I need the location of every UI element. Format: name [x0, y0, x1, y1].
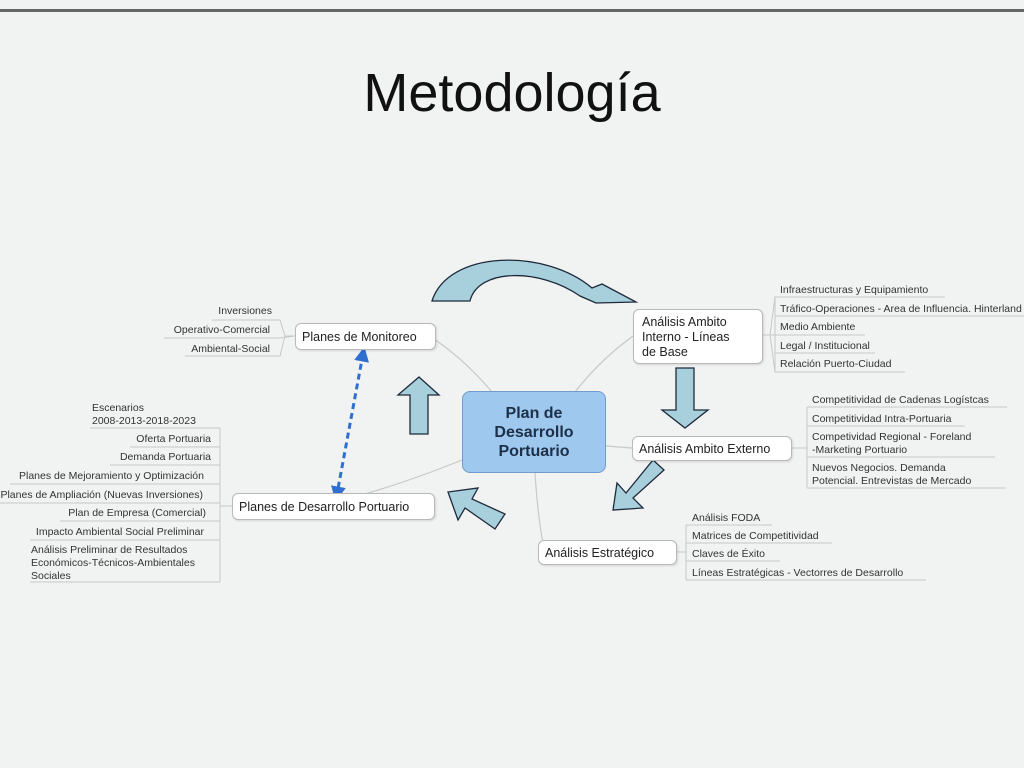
- leaf-desarrollo: Impacto Ambiental Social Preliminar: [35, 526, 204, 538]
- desarrollo-leaf-lines: [0, 427, 232, 583]
- leaf-interno: Tráfico-Operaciones - Area de Influencia…: [780, 303, 1022, 315]
- leaf-interno: Relación Puerto-Ciudad: [780, 358, 892, 370]
- estrategico-leaf-lines: [677, 524, 926, 581]
- node-planes-monitoreo: Planes de Monitoreo: [295, 323, 436, 350]
- interno-leaf-lines: [763, 296, 1024, 373]
- leaf-desarrollo: Escenarios 2008-2013-2018-2023: [92, 402, 196, 427]
- center-node: Plan de Desarrollo Portuario: [462, 391, 606, 473]
- leaf-externo: Nuevos Negocios. Demanda Potencial. Entr…: [812, 462, 972, 487]
- up-block-arrow: [396, 376, 441, 435]
- leaf-interno: Medio Ambiente: [780, 321, 856, 333]
- leaf-desarrollo: Plan de Empresa (Comercial): [68, 507, 206, 519]
- node-analisis-estrategico: Análisis Estratégico: [538, 540, 677, 565]
- node-analisis-interno: Análisis Ambito Interno - Líneas de Base: [633, 309, 763, 364]
- leaf-desarrollo: Demanda Portuaria: [119, 451, 211, 463]
- feedback-dashed-arrow: [330, 346, 370, 502]
- center-links: [349, 335, 634, 549]
- leaf-monitoreo: Operativo-Comercial: [173, 324, 270, 336]
- leaf-estrategico: Claves de Éxito: [692, 548, 765, 560]
- leaf-externo: Competitividad de Cadenas Logístcas: [812, 394, 989, 406]
- externo-leaf-lines: [792, 406, 1007, 489]
- leaf-desarrollo: Planes de Mejoramiento y Optimización: [18, 470, 204, 482]
- leaf-externo: Competividad Regional - Foreland -Market…: [812, 431, 972, 456]
- leaf-interno: Legal / Institucional: [780, 340, 870, 352]
- leaf-desarrollo: Planes de Ampliación (Nuevas Inversiones…: [0, 489, 203, 501]
- diagonal-block-arrow: [612, 459, 665, 511]
- cycle-curved-arrow: [431, 259, 639, 304]
- leaf-estrategico: Análisis FODA: [692, 512, 761, 524]
- leaf-monitoreo: Inversiones: [218, 305, 272, 317]
- leaf-desarrollo: Oferta Portuaria: [136, 433, 211, 445]
- leaf-interno: Infraestructuras y Equipamiento: [780, 284, 929, 296]
- leaf-desarrollo: Análisis Preliminar de Resultados Económ…: [31, 544, 195, 582]
- leaf-monitoreo: Ambiental-Social: [191, 343, 270, 355]
- down-block-arrow: [660, 367, 710, 429]
- node-planes-desarrollo: Planes de Desarrollo Portuario: [232, 493, 435, 520]
- node-analisis-externo: Análisis Ambito Externo: [632, 436, 792, 461]
- leaf-estrategico: Matrices de Competitividad: [692, 530, 819, 542]
- upleft-block-arrow: [447, 487, 506, 530]
- top-rule: [0, 9, 1024, 12]
- slide-title: Metodología: [363, 63, 661, 123]
- leaf-estrategico: Líneas Estratégicas - Vectorres de Desar…: [692, 567, 904, 579]
- monitoreo-leaf-lines: [164, 319, 296, 357]
- leaf-externo: Competitividad Intra-Portuaria: [812, 413, 952, 425]
